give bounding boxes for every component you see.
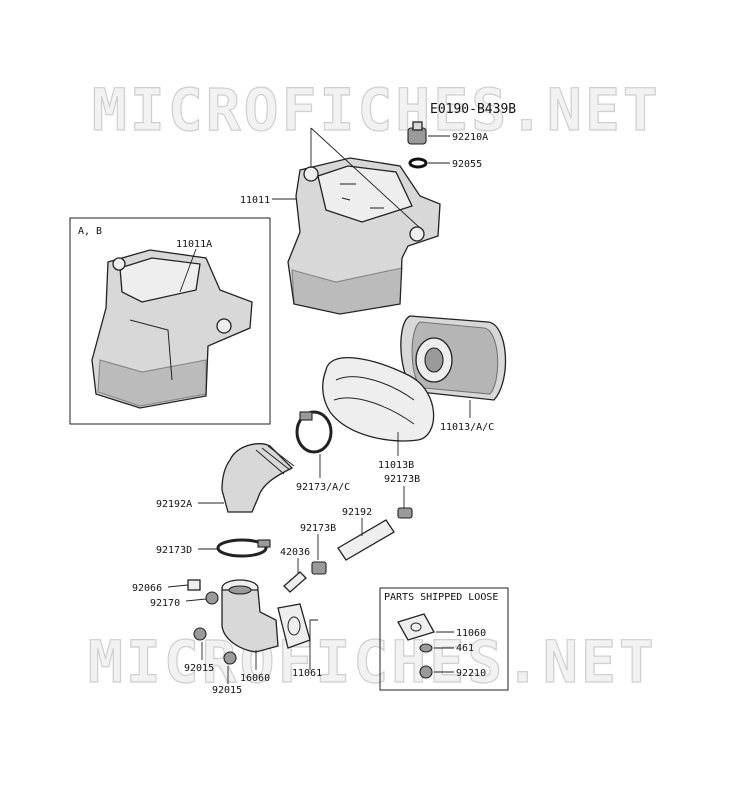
label-92173B-top: 92173B [384, 474, 420, 485]
label-92055: 92055 [452, 159, 482, 170]
label-92015-b: 92015 [212, 685, 242, 696]
nut-92015-b[interactable] [223, 651, 237, 665]
pipe-42036[interactable] [283, 571, 307, 593]
label-92173B-mid: 92173B [300, 523, 336, 534]
intake-hose-92192A[interactable] [221, 443, 295, 513]
breather-hose-92192[interactable] [337, 507, 413, 561]
air-cleaner-case-11011A[interactable] [91, 249, 253, 409]
hose-clamp-92173B[interactable] [311, 561, 327, 575]
label-92170: 92170 [150, 598, 180, 609]
diagram-code: E0190-B439B [430, 102, 516, 117]
parts-shipped-loose-box [379, 587, 509, 691]
hose-clamp-92173AC[interactable] [295, 410, 333, 454]
label-11011: 11011 [240, 195, 270, 206]
variant-inset-box [69, 217, 271, 425]
label-92192A: 92192A [156, 499, 192, 510]
label-11013B: 11013B [378, 460, 414, 471]
label-92210: 92210 [456, 668, 486, 679]
label-461: 461 [456, 643, 474, 654]
label-11011A: 11011A [176, 239, 212, 250]
label-92066: 92066 [132, 583, 162, 594]
watermark-bottom: MICROFICHES.NET [88, 628, 657, 696]
label-11060: 11060 [456, 628, 486, 639]
nut-92015-a[interactable] [193, 627, 207, 641]
hose-clamp-92173D[interactable] [216, 538, 271, 558]
inset-variant-label: A, B [78, 226, 102, 237]
nut-92170[interactable] [205, 591, 219, 605]
watermark-top: MICROFICHES.NET [92, 76, 661, 144]
air-cleaner-case-11011[interactable] [287, 157, 441, 315]
o-ring-92055[interactable] [408, 157, 428, 169]
nut-92210[interactable] [419, 665, 433, 679]
label-92173AC: 92173/A/C [296, 482, 350, 493]
wing-nut-92210A[interactable] [407, 121, 427, 145]
gasket-11060[interactable] [397, 613, 435, 641]
parts-box-title: PARTS SHIPPED LOOSE [384, 592, 498, 603]
pre-cleaner-11013B[interactable] [322, 357, 435, 442]
label-16060: 16060 [240, 673, 270, 684]
washer-461[interactable] [419, 643, 433, 653]
stud-92066[interactable] [187, 579, 201, 591]
label-11061: 11061 [292, 668, 322, 679]
label-11013AC: 11013/A/C [440, 422, 494, 433]
intake-manifold-16060[interactable] [221, 579, 279, 653]
air-filter-element-11013[interactable] [400, 315, 507, 401]
label-92173D: 92173D [156, 545, 192, 556]
label-92015-a: 92015 [184, 663, 214, 674]
label-92210A: 92210A [452, 132, 488, 143]
label-92192: 92192 [342, 507, 372, 518]
label-42036: 42036 [280, 547, 310, 558]
